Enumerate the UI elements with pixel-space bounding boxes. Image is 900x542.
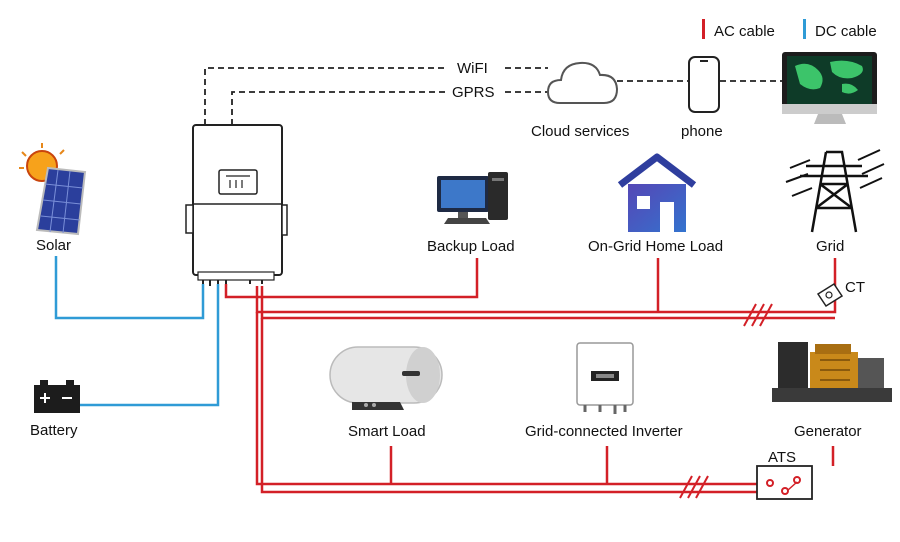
legend: AC cable DC cable (702, 19, 877, 40)
ac-cables (224, 258, 837, 494)
ct-label: CT (845, 279, 865, 296)
smartphone-icon (688, 56, 720, 113)
home-load-label: On-Grid Home Load (588, 238, 723, 255)
battery-dc-cable (80, 284, 220, 407)
grid-ac-cable-1 (255, 258, 837, 314)
wifi-line (204, 67, 448, 125)
transmission-tower-icon (785, 149, 885, 233)
ats-label: ATS (768, 449, 796, 466)
dc-cables (54, 256, 220, 407)
current-transformer-icon (816, 282, 844, 308)
battery-icon (34, 380, 80, 413)
ac-legend-swatch (702, 19, 705, 39)
solar-panel-icon (19, 143, 87, 236)
water-heater-icon (329, 346, 443, 410)
cloud-icon (546, 61, 619, 104)
generator-label: Generator (794, 423, 862, 440)
grid-inverter-label: Grid-connected Inverter (525, 423, 683, 440)
diesel-generator-icon (772, 342, 892, 402)
wifi-label: WiFI (457, 60, 488, 77)
dc-legend-label: DC cable (815, 23, 877, 40)
backup-ac-cable (224, 258, 479, 299)
ac-legend-label: AC cable (714, 23, 775, 40)
gen-ac-cable-1 (255, 312, 770, 486)
gen-ac-cable-2 (260, 318, 785, 494)
house-icon (617, 153, 697, 232)
monitor-icon (782, 52, 877, 124)
ats-switch (756, 465, 813, 500)
gprs-line (231, 91, 448, 125)
battery-label: Battery (30, 422, 78, 439)
communication-lines (204, 67, 782, 125)
desktop-computer-icon (437, 172, 508, 224)
dc-legend-swatch (803, 19, 806, 39)
gprs-label: GPRS (452, 84, 495, 101)
cloud-services-label: Cloud services (531, 123, 629, 140)
solar-dc-cable (54, 256, 205, 320)
ac-cable-break-marks (679, 303, 773, 499)
smart-load-label: Smart Load (348, 423, 426, 440)
backup-load-label: Backup Load (427, 238, 515, 255)
solar-label: Solar (36, 237, 71, 254)
hybrid-inverter (185, 124, 288, 286)
grid-label: Grid (816, 238, 844, 255)
inverter-icon (576, 342, 634, 414)
phone-label: phone (681, 123, 723, 140)
